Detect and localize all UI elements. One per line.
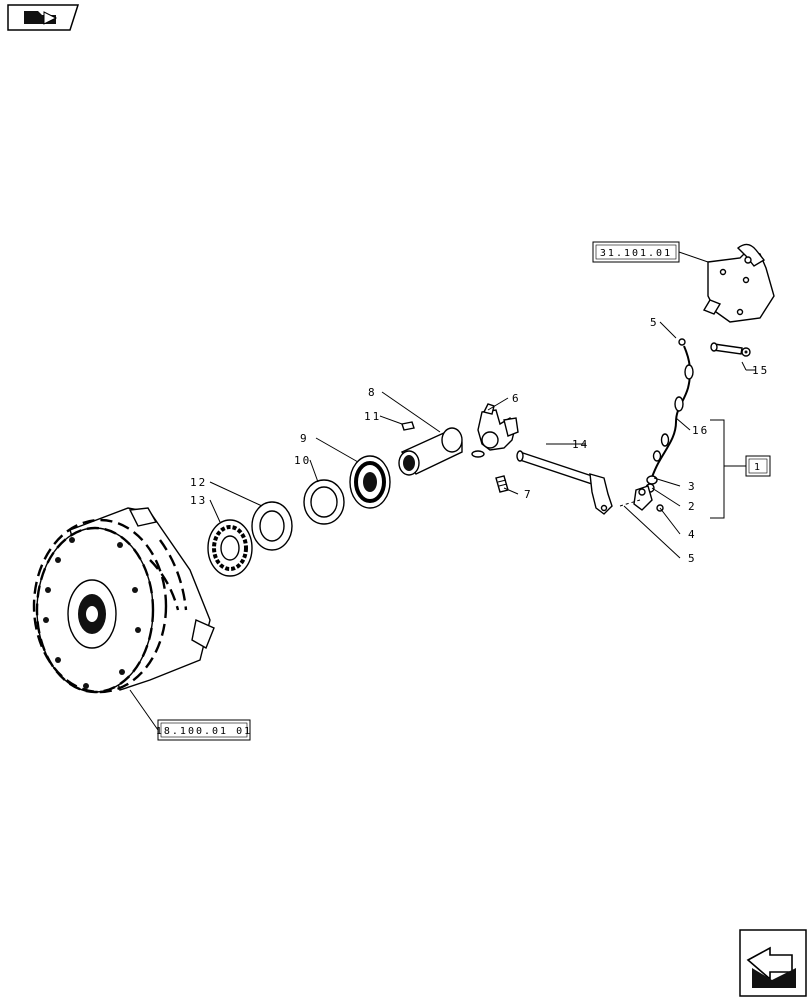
callout-10: 10 <box>294 454 311 467</box>
release-fork <box>477 403 519 451</box>
callout-5-top: 5 <box>650 316 659 329</box>
reference-label-top: 31.101.01 <box>600 248 672 259</box>
callout-leaders <box>209 321 756 559</box>
callout-11: 11 <box>364 410 381 423</box>
callout-15: 15 <box>752 364 769 377</box>
next-page-icon[interactable] <box>739 929 807 997</box>
callout-8: 8 <box>368 386 377 399</box>
group-box[interactable]: 1 <box>745 455 771 477</box>
thrust-ring <box>251 501 293 551</box>
guide-sleeve <box>398 427 463 476</box>
rod-assembly <box>645 338 694 493</box>
callout-labels: 5 15 16 3 2 4 5 6 7 8 11 9 10 12 13 14 <box>190 316 769 565</box>
spring-clip <box>471 450 509 493</box>
callout-6: 6 <box>512 392 521 405</box>
pilot-bearing <box>207 519 253 577</box>
clevis-lever <box>619 485 664 512</box>
previous-page-icon[interactable] <box>7 4 80 31</box>
reference-box-31-101-01[interactable]: 31.101.01 <box>592 241 680 263</box>
callout-2: 2 <box>688 500 697 513</box>
key <box>401 421 415 431</box>
callout-14: 14 <box>572 438 589 451</box>
pin <box>710 342 751 357</box>
group-label: 1 <box>754 462 762 473</box>
callout-12: 12 <box>190 476 207 489</box>
callout-7: 7 <box>524 488 533 501</box>
release-bearing <box>349 455 391 509</box>
shaft <box>516 450 613 515</box>
reference-label-bottom: 18.100.01 01 <box>156 726 252 737</box>
callout-13: 13 <box>190 494 207 507</box>
reference-box-18-100-01-01[interactable]: 18.100.01 01 <box>156 719 252 741</box>
callout-16: 16 <box>692 424 709 437</box>
callout-9: 9 <box>300 432 309 445</box>
callout-3: 3 <box>688 480 697 493</box>
seal-ring <box>303 479 345 525</box>
clutch-assembly <box>32 507 215 694</box>
callout-5-bottom: 5 <box>688 552 697 565</box>
bracket-plate <box>702 243 775 323</box>
callout-4: 4 <box>688 528 697 541</box>
